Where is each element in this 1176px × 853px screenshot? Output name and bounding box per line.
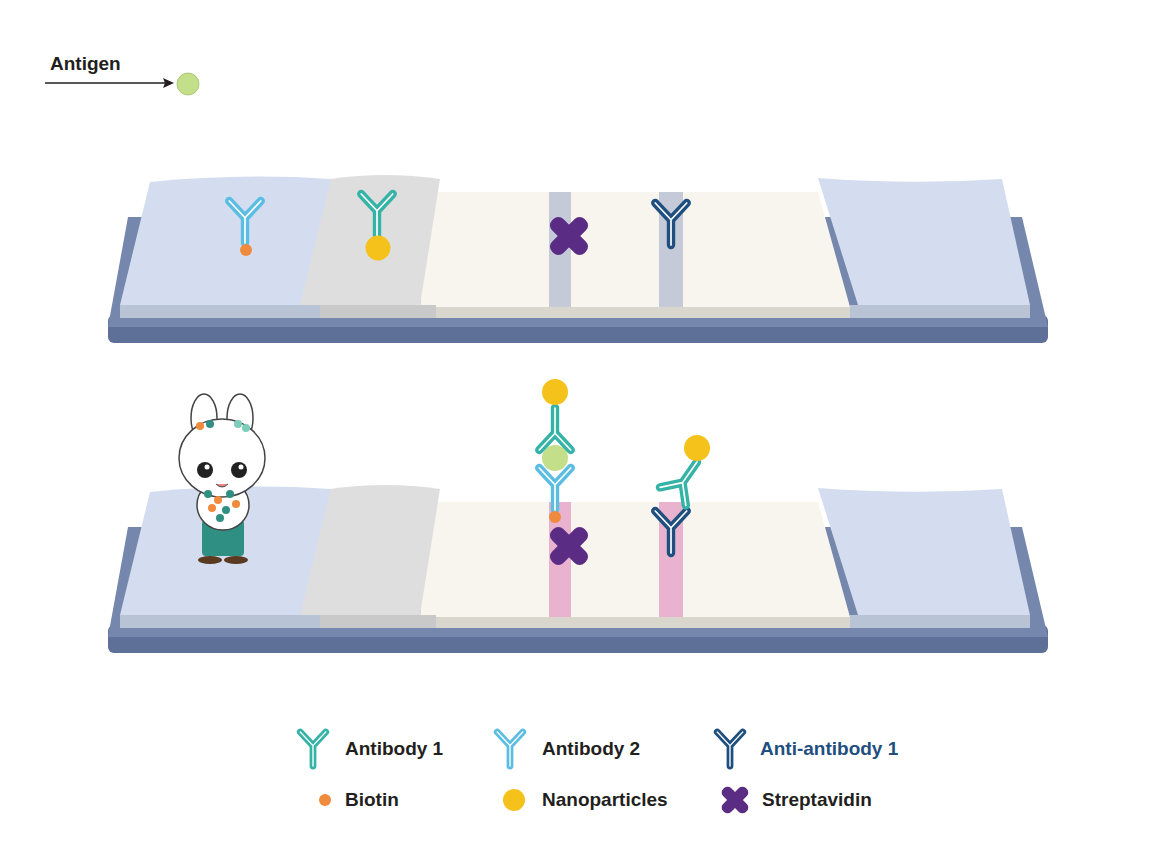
antibody-icon — [655, 511, 687, 553]
legend-icons — [300, 732, 758, 823]
test-strip — [108, 379, 1048, 653]
antibody-icon — [655, 203, 687, 245]
absorbent-pad — [818, 178, 1030, 305]
legend-text: Anti-antibody 1 — [760, 738, 898, 760]
antigen-pointer — [45, 73, 199, 95]
antibody-icon — [229, 201, 261, 243]
test-strip — [108, 175, 1048, 343]
absorbent-pad — [818, 488, 1030, 615]
legend-text: Streptavidin — [762, 789, 872, 811]
membrane — [420, 192, 850, 307]
nanoparticle — [684, 435, 710, 461]
biotin-dot — [549, 511, 561, 523]
sample-pad — [120, 177, 331, 305]
legend-text: Nanoparticles — [542, 789, 668, 811]
legend-swatch — [319, 794, 331, 806]
antibody-icon — [497, 732, 523, 766]
streptavidin-icon — [712, 777, 758, 823]
antibody-icon — [361, 194, 393, 236]
nanoparticle — [366, 236, 391, 261]
legend-text: Antibody 2 — [542, 738, 640, 760]
antibody-icon — [539, 468, 571, 510]
antibody-icon — [717, 732, 743, 766]
biotin-dot — [240, 244, 252, 256]
antigen-label: Antigen — [50, 53, 121, 75]
antibody-icon — [660, 453, 710, 505]
antibody-icon — [539, 408, 571, 450]
streptavidin-icon — [536, 513, 601, 578]
nanoparticle — [542, 379, 568, 405]
legend-swatch — [503, 789, 525, 811]
rabbit-mascot — [179, 394, 265, 564]
membrane — [420, 502, 850, 617]
legend-text: Antibody 1 — [345, 738, 443, 760]
antibody-icon — [300, 732, 326, 766]
legend-text: Biotin — [345, 789, 399, 811]
streptavidin-icon — [536, 203, 601, 268]
